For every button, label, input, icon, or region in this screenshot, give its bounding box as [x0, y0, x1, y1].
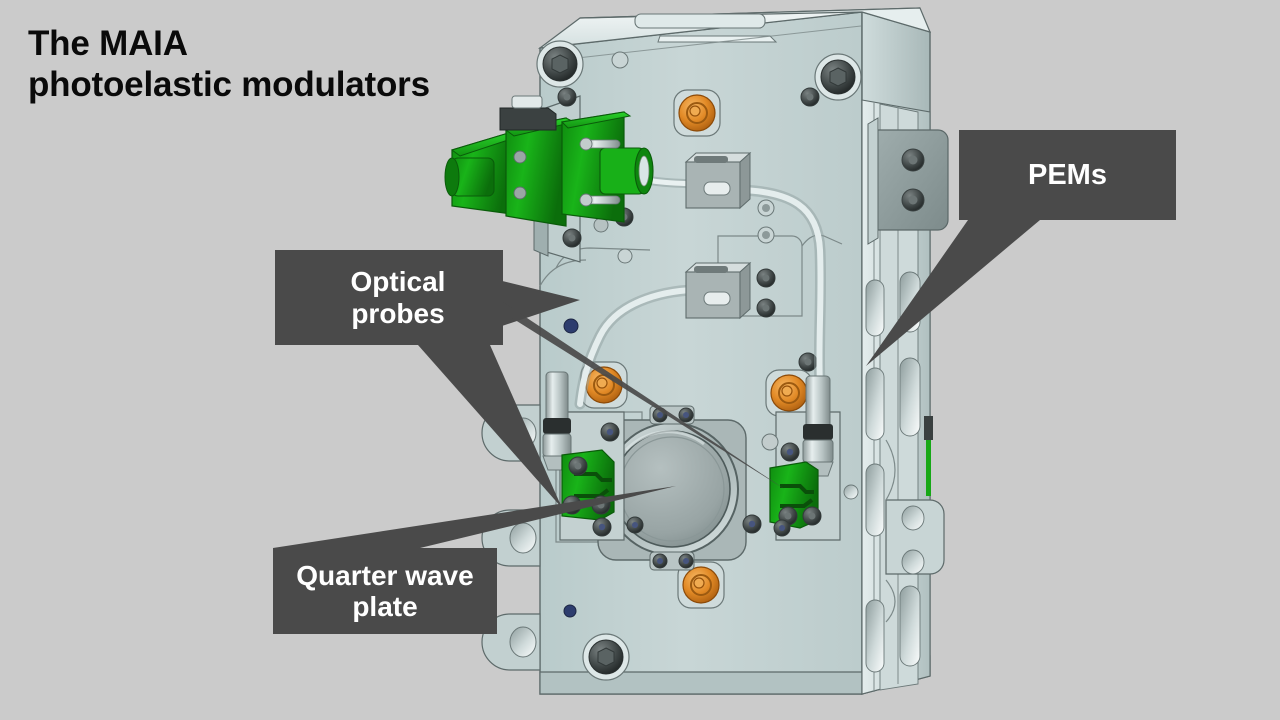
callout-leaders — [273, 220, 1040, 548]
corner-bolts — [536, 40, 862, 681]
callout-optical-probes-label: Optical probes — [350, 266, 446, 329]
callout-pems-label: PEMs — [1028, 158, 1107, 191]
side-flange-plate — [867, 117, 949, 245]
callout-optical-probes: Optical probes — [275, 250, 503, 345]
slotted-fin-block — [843, 99, 945, 695]
optical-probes-leader-right — [500, 300, 786, 490]
orange-fittings — [580, 89, 813, 609]
optical-probes-leader-lower — [418, 345, 562, 508]
pems-leader — [866, 220, 1040, 366]
optical-probe-right — [742, 375, 841, 541]
pem-modulator-assembly — [444, 87, 654, 263]
callout-quarter-wave-plate: Quarter wave plate — [273, 548, 497, 634]
quarter-wave-plate-leader — [273, 486, 676, 548]
page-title: The MAIA photoelastic modulators — [28, 24, 430, 104]
callout-pems: PEMs — [959, 130, 1176, 220]
tube-clamp-blocks — [684, 151, 752, 320]
callout-quarter-wave-plate-label: Quarter wave plate — [296, 559, 474, 622]
